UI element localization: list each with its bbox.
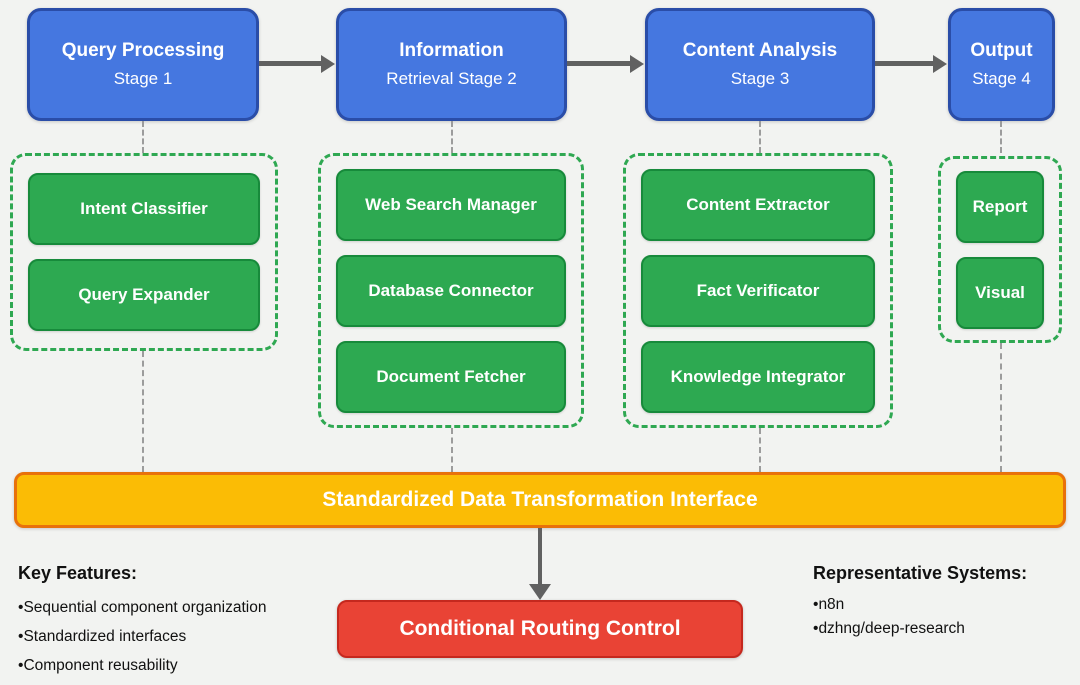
component-content-extractor: Content Extractor: [641, 168, 875, 241]
key-feature-item: Sequential component organization: [18, 593, 348, 622]
flow-arrow-icon: [567, 54, 644, 73]
stage-title: Output: [970, 40, 1033, 61]
component-visual: Visual: [956, 256, 1044, 329]
component-knowledge-integrator: Knowledge Integrator: [641, 340, 875, 413]
connector-line: [759, 121, 761, 153]
component-group-information-retrieval: Web Search Manager Database Connector Do…: [318, 153, 584, 428]
component-database-connector: Database Connector: [336, 254, 566, 327]
flow-arrow-icon: [875, 54, 947, 73]
connector-line: [142, 351, 144, 472]
representative-system-item: n8n: [813, 593, 1073, 617]
stage-title: Information: [399, 40, 504, 61]
key-feature-item: Component reusability: [18, 651, 348, 680]
stage-subtitle: Stage 3: [730, 69, 790, 88]
stage-subtitle: Stage 4: [972, 69, 1031, 88]
conditional-routing-control-box: Conditional Routing Control: [337, 600, 743, 658]
connector-line: [142, 121, 144, 153]
stage-title: Query Processing: [61, 40, 225, 61]
representative-systems-heading: Representative Systems:: [813, 563, 1028, 583]
component-intent-classifier: Intent Classifier: [28, 173, 260, 245]
stage-subtitle: Retrieval Stage 2: [386, 69, 517, 88]
component-report: Report: [956, 170, 1044, 243]
stage-title: Content Analysis: [682, 40, 838, 61]
component-group-output: Report Visual: [938, 156, 1062, 343]
representative-system-item: dzhng/deep-research: [813, 617, 1073, 641]
stage-box-information-retrieval: Information Retrieval Stage 2: [336, 8, 567, 121]
component-fact-verificator: Fact Verificator: [641, 254, 875, 327]
connector-line: [1000, 343, 1002, 472]
connector-line: [451, 121, 453, 153]
down-arrowhead-icon: [529, 584, 551, 600]
connector-line: [1000, 121, 1002, 153]
connector-line: [759, 428, 761, 472]
flow-arrow-icon: [259, 54, 335, 73]
component-document-fetcher: Document Fetcher: [336, 340, 566, 413]
component-query-expander: Query Expander: [28, 259, 260, 331]
component-group-content-analysis: Content Extractor Fact Verificator Knowl…: [623, 153, 893, 428]
key-features-heading: Key Features:: [18, 563, 138, 583]
stage-subtitle: Stage 1: [113, 69, 173, 88]
connector-line: [451, 428, 453, 472]
key-features-block: Key Features: Sequential component organ…: [18, 563, 348, 680]
stage-box-query-processing: Query Processing Stage 1: [27, 8, 259, 121]
component-group-query-processing: Intent Classifier Query Expander: [10, 153, 278, 351]
down-arrow-icon: [538, 528, 542, 584]
stage-box-content-analysis: Content Analysis Stage 3: [645, 8, 875, 121]
data-transformation-interface-bar: Standardized Data Transformation Interfa…: [14, 472, 1066, 528]
stage-box-output: Output Stage 4: [948, 8, 1055, 121]
component-web-search-manager: Web Search Manager: [336, 168, 566, 241]
key-feature-item: Standardized interfaces: [18, 622, 348, 651]
representative-systems-block: Representative Systems: n8n dzhng/deep-r…: [813, 563, 1073, 641]
